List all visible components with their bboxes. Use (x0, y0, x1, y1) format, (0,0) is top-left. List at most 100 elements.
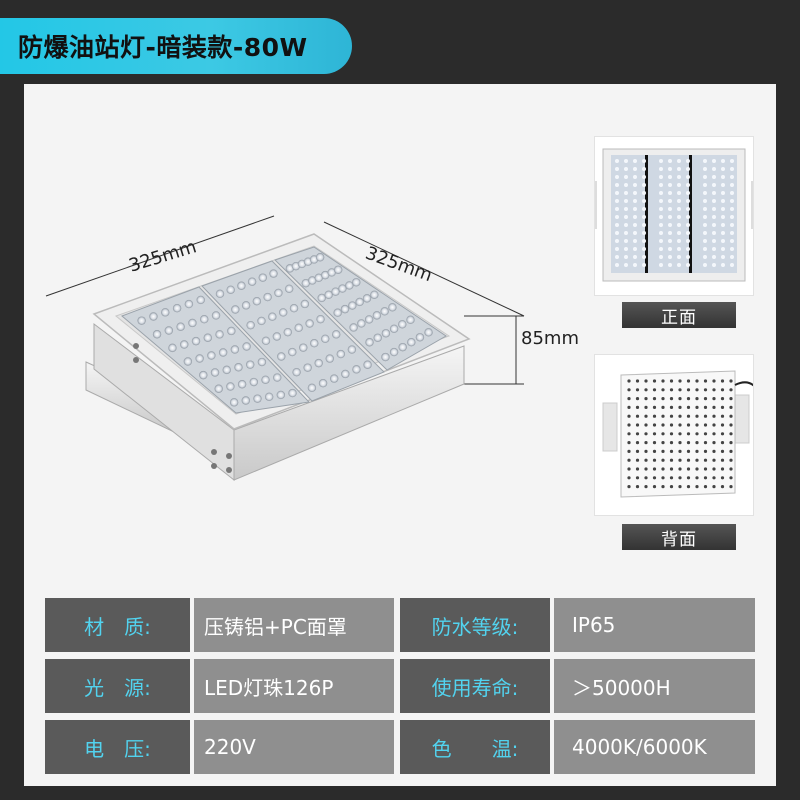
back-hole-dot (703, 423, 708, 427)
product-illustration-area: 325mm 325mm 85mm 正面 (24, 84, 776, 584)
back-hole-dot (703, 397, 708, 401)
led-dot (274, 288, 283, 298)
back-hole-dot (678, 449, 682, 453)
front-led-dot (721, 239, 725, 243)
front-led-dot (633, 207, 637, 211)
back-view-image (602, 370, 753, 498)
led-dot (381, 329, 391, 338)
back-hole-dot (703, 467, 708, 471)
led-dot (305, 319, 314, 328)
back-hole-dot (652, 423, 657, 427)
front-led-dot (712, 159, 716, 163)
front-led-dot (686, 191, 690, 195)
led-dot (218, 348, 228, 357)
back-hole-dot (661, 388, 665, 392)
back-hole-dot (678, 423, 682, 427)
led-dot (398, 320, 407, 329)
back-hole-dot (703, 388, 708, 392)
back-hole-dot (678, 458, 682, 462)
front-led-dot (615, 191, 619, 195)
front-led-dot (712, 191, 716, 195)
spec-label: 电 压: (45, 720, 190, 774)
back-hole-dot (635, 485, 640, 489)
back-hole-dot (686, 476, 691, 480)
front-led-dot (730, 223, 734, 227)
back-hole-dot (627, 405, 631, 409)
led-dot (308, 276, 317, 285)
front-led-dot (686, 167, 690, 171)
back-hole-dot (703, 476, 708, 480)
back-hole-dot (729, 485, 733, 489)
back-hole-dot (669, 432, 674, 436)
front-led-dot (721, 231, 725, 235)
front-led-dot (615, 231, 619, 235)
front-led-dot (686, 183, 690, 187)
front-led-dot (615, 183, 619, 187)
led-dot (229, 398, 239, 407)
led-dot (261, 336, 271, 346)
back-hole-dot (635, 405, 640, 409)
back-hole-dot (729, 405, 733, 409)
led-dot (355, 297, 364, 307)
back-hole-dot (635, 379, 640, 383)
led-dot (314, 273, 323, 283)
back-hole-dot (627, 485, 631, 489)
front-led-dot (633, 167, 637, 171)
led-dot (338, 284, 347, 293)
led-dot (340, 304, 350, 314)
front-led-dot (659, 255, 663, 259)
back-hole-dot (627, 458, 631, 462)
led-dot (199, 370, 208, 380)
front-led-dot (668, 215, 672, 219)
back-hole-dot (720, 467, 725, 471)
front-led-dot (659, 191, 663, 195)
back-hole-dot (661, 476, 665, 480)
led-dot (314, 358, 323, 368)
led-dot (301, 278, 311, 288)
front-led-dot (730, 247, 734, 251)
front-led-dot (633, 223, 637, 227)
back-hole-dot (729, 414, 733, 418)
front-led-dot (730, 231, 734, 235)
led-dot (398, 342, 407, 352)
back-hole-dot (695, 432, 699, 436)
led-dot (211, 311, 221, 320)
front-led-dot (677, 215, 681, 219)
led-dot (352, 278, 361, 287)
back-hole-dot (695, 476, 699, 480)
led-dot (289, 304, 299, 313)
back-hole-dot (661, 441, 665, 445)
front-led-dot (721, 223, 725, 227)
led-dot (317, 293, 326, 303)
led-dot (365, 338, 374, 347)
back-hole-dot (703, 441, 708, 445)
front-led-dot (721, 167, 725, 171)
led-dot (164, 326, 174, 335)
back-hole-dot (678, 414, 682, 418)
front-led-dot (642, 239, 646, 243)
led-dot (269, 269, 278, 278)
led-dot (203, 333, 212, 342)
led-dot (424, 328, 433, 337)
back-hole-dot (669, 414, 674, 418)
led-dot (380, 307, 389, 316)
back-hole-dot (635, 476, 640, 480)
led-dot (247, 277, 257, 286)
front-led-dot (615, 215, 619, 219)
led-dot (389, 347, 399, 357)
back-hole-dot (635, 397, 640, 401)
back-hole-dot (627, 423, 631, 427)
led-dot (321, 270, 330, 280)
led-dot (268, 312, 277, 321)
front-led-dot (686, 159, 690, 163)
front-led-dot (615, 255, 619, 259)
back-hole-dot (644, 405, 648, 409)
front-led-dot (730, 199, 734, 203)
led-dot (253, 394, 262, 403)
back-hole-dot (627, 432, 631, 436)
front-led-dot (686, 255, 690, 259)
back-hole-dot (678, 441, 682, 445)
led-dot (152, 330, 162, 339)
back-hole-dot (635, 423, 640, 427)
back-hole-dot (627, 467, 631, 471)
